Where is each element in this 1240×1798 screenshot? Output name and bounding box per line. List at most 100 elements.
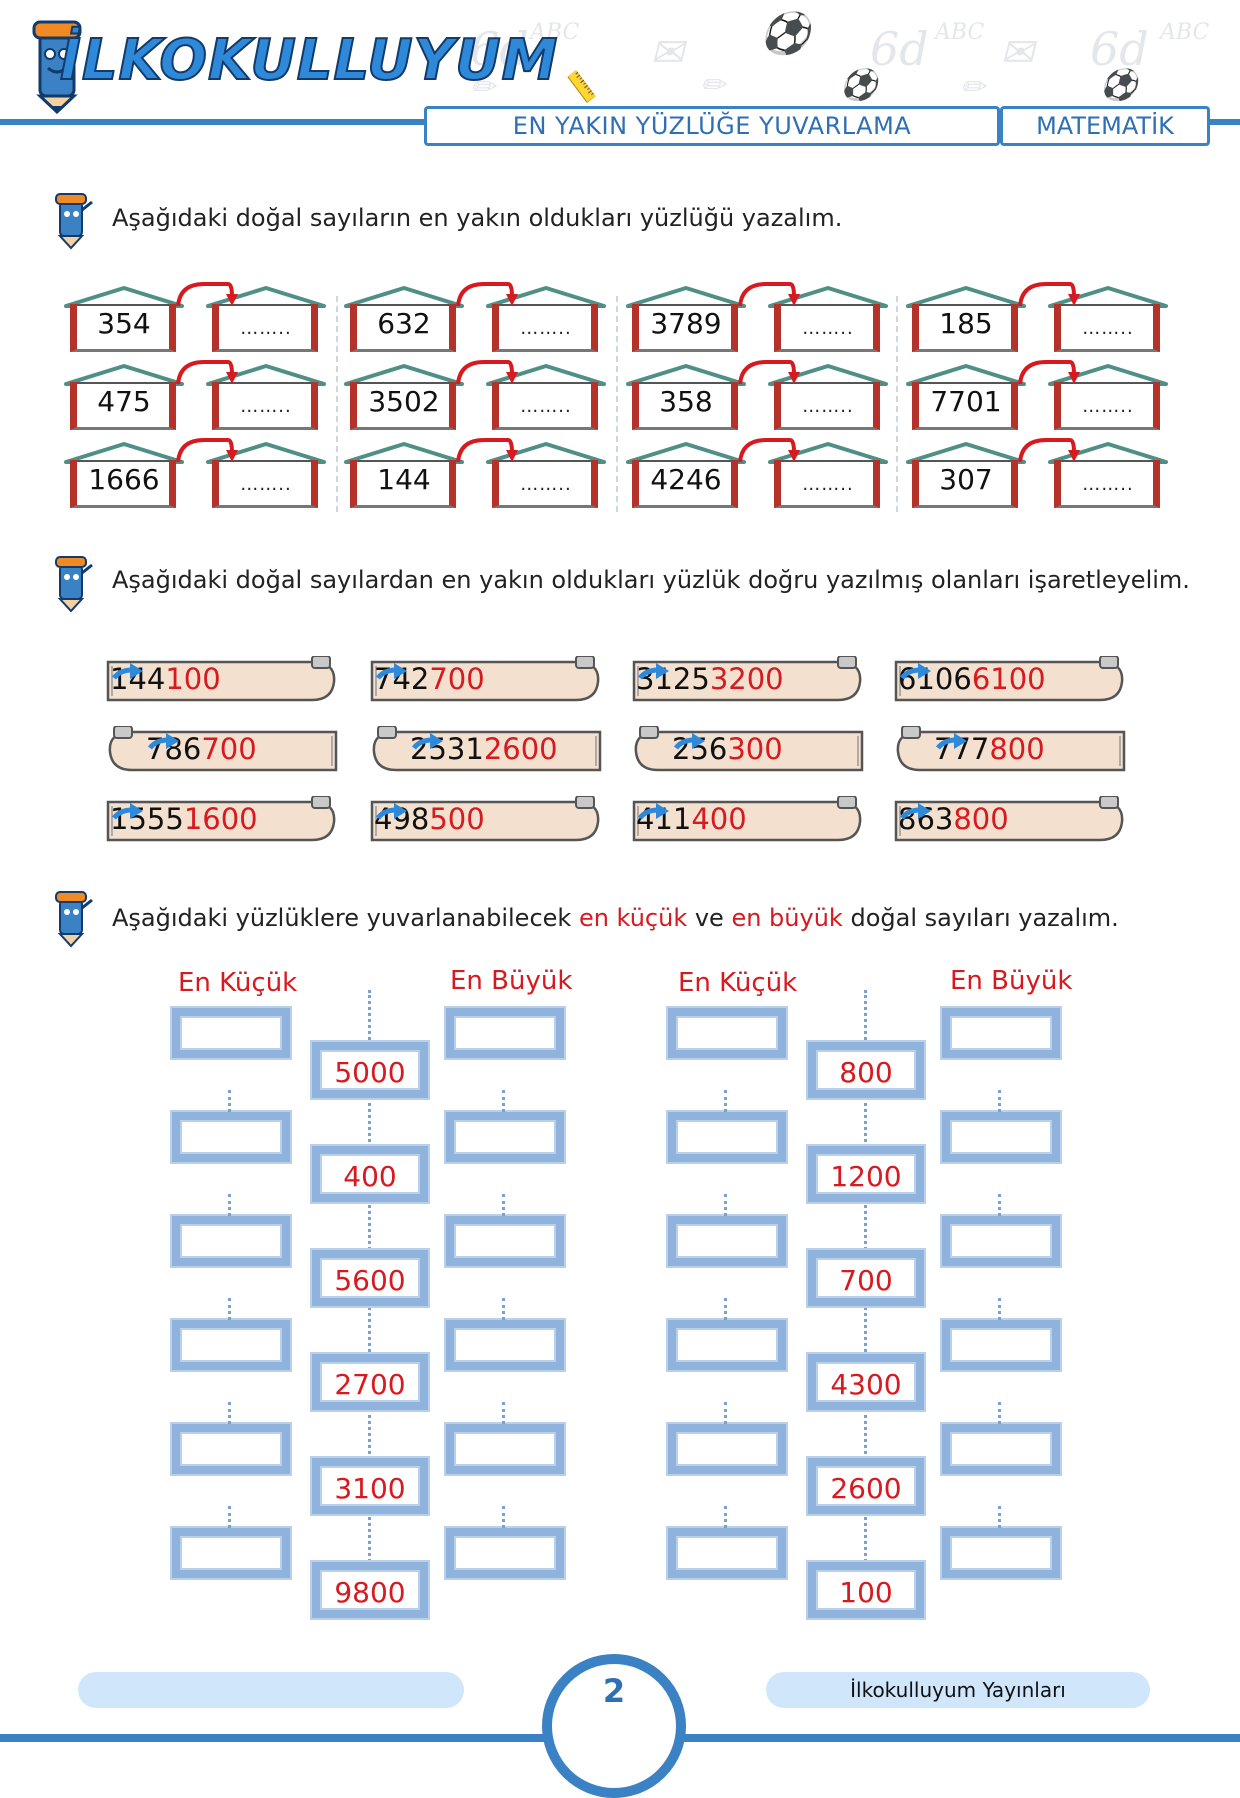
max-answer-box[interactable]: [942, 1320, 1060, 1370]
pencil-mascot-icon: [55, 556, 93, 613]
min-answer-box[interactable]: [172, 1216, 290, 1266]
min-answer-box[interactable]: [172, 1008, 290, 1058]
answer-house[interactable]: ……..: [768, 364, 888, 432]
number-house: 144: [344, 442, 464, 510]
max-answer-box[interactable]: [446, 1112, 564, 1162]
min-answer-box[interactable]: [172, 1112, 290, 1162]
connector-chain: [998, 1298, 1009, 1320]
hundreds-value: 2700: [334, 1368, 406, 1401]
original-number: 3125: [636, 662, 710, 696]
min-answer-box[interactable]: [668, 1008, 786, 1058]
original-number: 863: [898, 802, 954, 836]
min-answer-box[interactable]: [668, 1112, 786, 1162]
instruction-3-min-highlight: en küçük: [578, 904, 688, 932]
min-answer-box[interactable]: [172, 1424, 290, 1474]
max-answer-box[interactable]: [942, 1008, 1060, 1058]
curved-arrow-icon: [738, 438, 800, 463]
max-answer-box[interactable]: [942, 1528, 1060, 1578]
min-answer-box[interactable]: [668, 1216, 786, 1266]
original-number: 411: [636, 802, 692, 836]
connector-chain: [724, 1402, 735, 1424]
house-pair: 1666……..: [64, 438, 326, 512]
max-answer-box[interactable]: [942, 1216, 1060, 1266]
house-wall: [212, 460, 318, 508]
curved-arrow-icon: [176, 438, 238, 463]
connector-chain: [502, 1402, 513, 1424]
answer-house[interactable]: ……..: [486, 442, 606, 510]
topic-title: EN YAKIN YÜZLÜĞE YUVARLAMA: [424, 106, 1000, 146]
house-wall: [492, 382, 598, 430]
answer-house[interactable]: ……..: [1048, 286, 1168, 354]
max-answer-box[interactable]: [446, 1008, 564, 1058]
connector-chain: [724, 1194, 735, 1216]
min-answer-box[interactable]: [668, 1320, 786, 1370]
min-answer-box[interactable]: [668, 1528, 786, 1578]
house-pair: 4246……..: [626, 438, 888, 512]
hundreds-value: 700: [839, 1264, 893, 1297]
max-answer-box[interactable]: [446, 1320, 564, 1370]
rounded-number: 3200: [709, 662, 784, 696]
number-house: 185: [906, 286, 1026, 354]
instruction-3-part-b: ve: [687, 904, 732, 932]
max-answer-box[interactable]: [446, 1424, 564, 1474]
hundreds-value: 5000: [334, 1056, 406, 1089]
min-answer-box[interactable]: [668, 1424, 786, 1474]
answer-house[interactable]: ……..: [486, 364, 606, 432]
connector-chain: [502, 1298, 513, 1320]
hundreds-value: 4300: [830, 1368, 902, 1401]
house-pair: 307……..: [906, 438, 1168, 512]
scroll-banner: [370, 656, 600, 702]
number-house: 7701: [906, 364, 1026, 432]
answer-blank: ……..: [1082, 318, 1134, 339]
hundreds-value: 800: [839, 1056, 893, 1089]
hundreds-value: 9800: [334, 1576, 406, 1609]
curved-arrow-icon: [456, 282, 518, 307]
min-answer-box[interactable]: [172, 1320, 290, 1370]
answer-house[interactable]: ……..: [768, 442, 888, 510]
house-pair: 3789……..: [626, 282, 888, 356]
answer-blank: ……..: [802, 318, 854, 339]
answer-house[interactable]: ……..: [206, 442, 326, 510]
column-divider: [336, 296, 338, 512]
answer-house[interactable]: ……..: [486, 286, 606, 354]
max-answer-box[interactable]: [942, 1112, 1060, 1162]
house-wall: [70, 382, 176, 430]
answer-house[interactable]: ……..: [206, 364, 326, 432]
logo-text: İLKOKULLUYUM: [59, 27, 559, 94]
max-answer-box[interactable]: [942, 1424, 1060, 1474]
house-wall: [774, 304, 880, 352]
answer-blank: ……..: [240, 396, 292, 417]
max-answer-box[interactable]: [446, 1216, 564, 1266]
answer-house[interactable]: ……..: [1048, 442, 1168, 510]
connector-chain: [724, 1506, 735, 1528]
answer-blank: ……..: [802, 396, 854, 417]
rounded-number: 2600: [483, 732, 558, 766]
max-answer-box[interactable]: [446, 1528, 564, 1578]
house-number: 7701: [930, 385, 1002, 418]
answer-house[interactable]: ……..: [206, 286, 326, 354]
house-number: 358: [659, 385, 713, 418]
house-number: 144: [377, 463, 431, 496]
answer-house[interactable]: ……..: [1048, 364, 1168, 432]
answer-blank: ……..: [240, 318, 292, 339]
answer-house[interactable]: ……..: [768, 286, 888, 354]
answer-blank: ……..: [1082, 474, 1134, 495]
hundreds-value: 3100: [334, 1472, 406, 1505]
min-answer-box[interactable]: [172, 1528, 290, 1578]
pencil-mascot-icon: [55, 193, 93, 250]
